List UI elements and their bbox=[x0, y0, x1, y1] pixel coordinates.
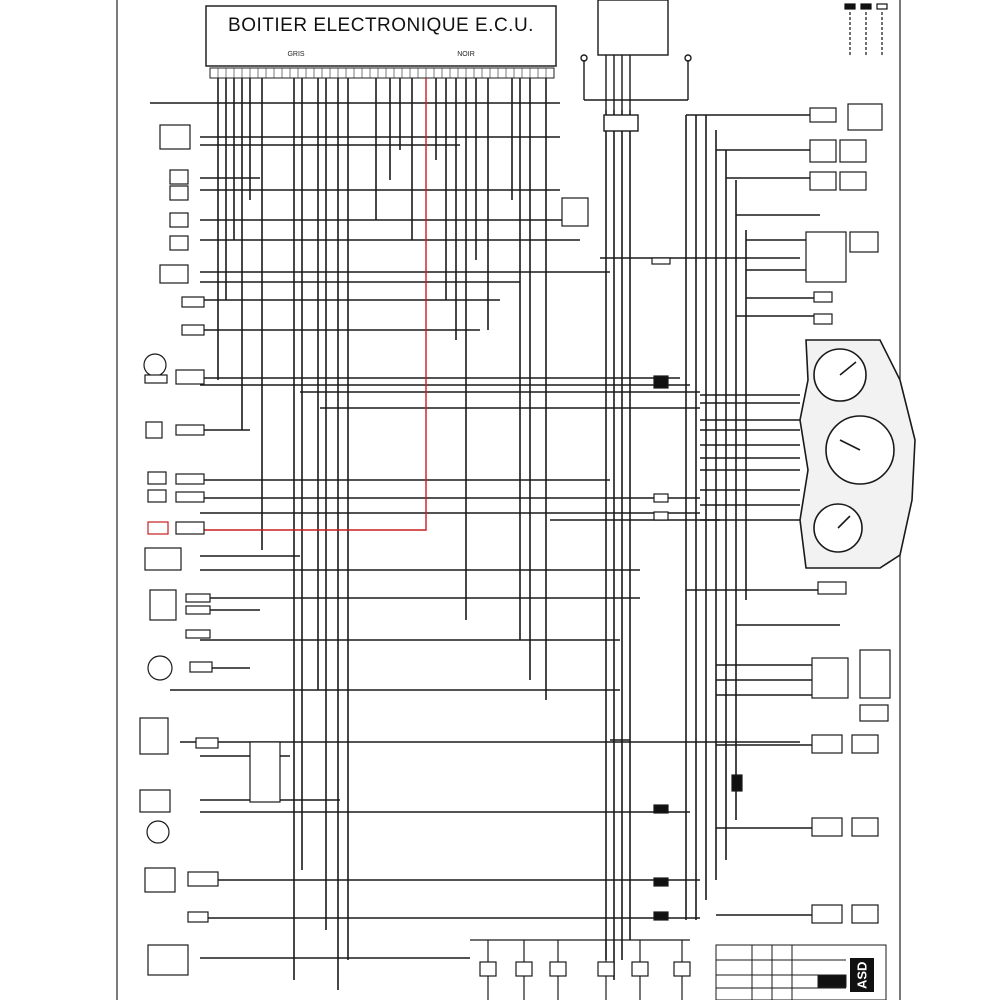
connector-block-2 bbox=[149, 589, 177, 621]
branch-connector bbox=[561, 197, 589, 227]
cluster-wires bbox=[700, 394, 800, 521]
highlight-wire bbox=[200, 78, 427, 531]
sensor-block-1 bbox=[159, 124, 191, 150]
relay-box bbox=[139, 717, 169, 755]
connector-block-3 bbox=[147, 944, 189, 976]
sensor-block-2 bbox=[169, 169, 189, 185]
ecu-title: BOITIER ELECTRONIQUE E.C.U. bbox=[228, 15, 534, 36]
legend-key bbox=[844, 3, 888, 55]
left-components bbox=[139, 124, 281, 976]
sensor-block-3 bbox=[169, 185, 189, 201]
right-bus-wires bbox=[605, 110, 840, 980]
gauge-sensor-3 bbox=[146, 820, 170, 844]
bottom-connectors bbox=[470, 939, 691, 1000]
gauge-sensor-1 bbox=[143, 353, 167, 377]
sensor-block-6 bbox=[159, 264, 189, 284]
sensor-block-4 bbox=[169, 212, 189, 228]
sensor-block-5 bbox=[169, 235, 189, 251]
ecu-connector-left-label: GRIS bbox=[287, 51, 304, 58]
ecu-connector-right-label: NOIR bbox=[457, 51, 475, 58]
gauge-sensor-2 bbox=[147, 655, 173, 681]
fuse-relay-block bbox=[580, 0, 692, 132]
right-connectors bbox=[651, 103, 891, 924]
ecu-box: GRIS NOIR bbox=[205, 5, 557, 79]
instrument-cluster bbox=[799, 339, 916, 569]
asd-badge: ASD bbox=[850, 958, 874, 992]
ecu-connector-strip bbox=[209, 67, 555, 79]
connector-block-1 bbox=[144, 547, 182, 571]
ecu-vertical-wires bbox=[217, 78, 547, 990]
